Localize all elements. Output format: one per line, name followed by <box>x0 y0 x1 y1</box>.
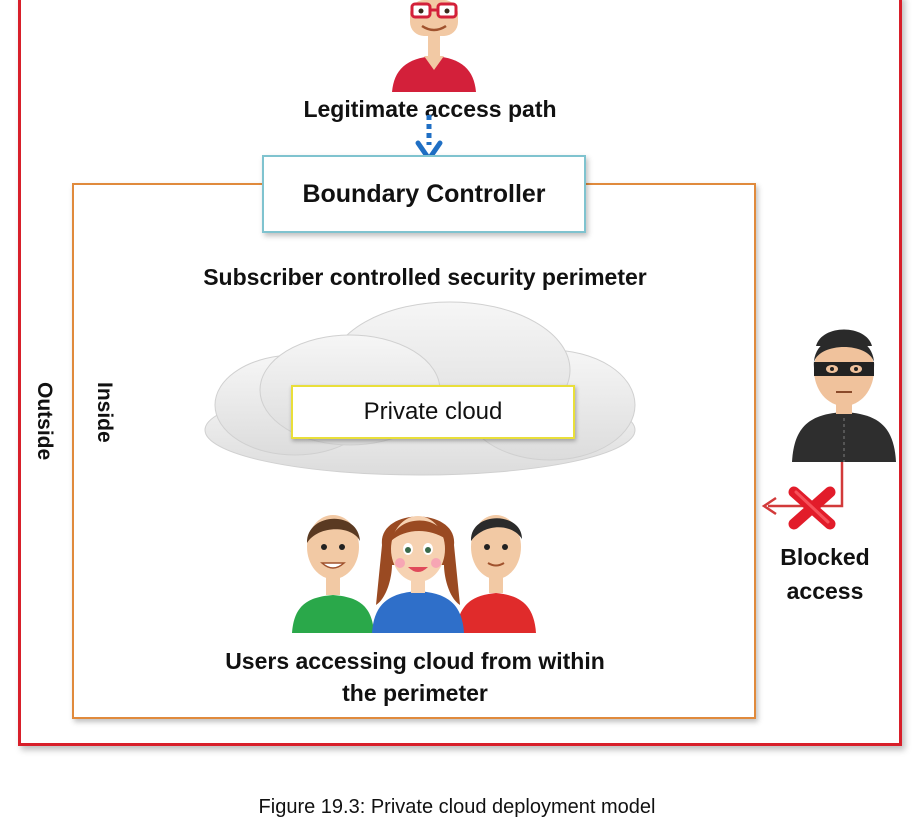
private-cloud-box: Private cloud <box>291 385 575 439</box>
users-group-icon <box>292 515 536 633</box>
users-label: Users accessing cloud from within the pe… <box>180 645 650 709</box>
blocked-label-line-1: Blocked <box>780 544 870 570</box>
blocked-x-icon <box>788 486 836 530</box>
blocked-label-line-2: access <box>786 578 864 604</box>
boundary-controller-label: Boundary Controller <box>302 179 546 208</box>
perimeter-label: Subscriber controlled security perimeter <box>203 264 647 290</box>
blocked-access-arrow <box>761 462 844 516</box>
figure-caption: Figure 19.3: Private cloud deployment mo… <box>258 796 656 818</box>
outside-zone-frame <box>18 0 902 746</box>
boundary-controller-box: Boundary Controller <box>262 155 586 233</box>
outside-label: Outside <box>33 382 56 461</box>
private-cloud-label: Private cloud <box>363 398 503 425</box>
legitimate-user-icon <box>392 0 476 92</box>
users-label-line-2: the perimeter <box>342 680 488 706</box>
inside-label: Inside <box>93 382 116 443</box>
blocked-access-label: Blocked access <box>760 540 890 608</box>
attacker-icon <box>792 329 896 462</box>
users-label-line-1: Users accessing cloud from within <box>225 648 605 674</box>
